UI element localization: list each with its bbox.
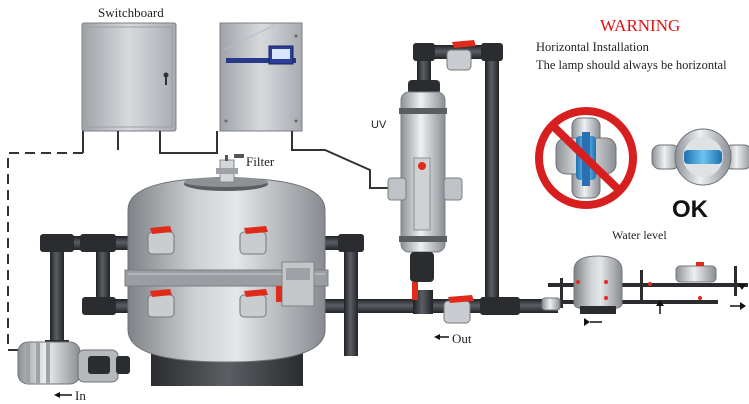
in-label: In xyxy=(75,388,86,403)
out-label: Out xyxy=(452,331,472,346)
water-level-label: Water level xyxy=(612,228,667,242)
filter-valves xyxy=(147,40,476,324)
pump xyxy=(17,341,130,385)
warning-title: WARNING xyxy=(600,16,681,35)
flow-arrows xyxy=(54,334,449,398)
forbidden-vertical-lamp-icon xyxy=(535,107,637,209)
uv-control-panel xyxy=(219,22,392,189)
ok-horizontal-lamp-icon xyxy=(651,128,749,186)
sand-filter xyxy=(124,154,329,386)
water-level-diagram xyxy=(541,255,748,326)
warning-line-2: The lamp should always be horizontal xyxy=(536,58,727,72)
switchboard-cabinet xyxy=(81,22,218,154)
uv-reactor xyxy=(387,80,463,282)
uv-label: UV xyxy=(371,119,387,131)
switchboard-label: Switchboard xyxy=(98,5,164,20)
control-cable xyxy=(7,130,84,351)
warning-line-1: Horizontal Installation xyxy=(536,40,649,54)
filter-label: Filter xyxy=(246,154,275,169)
ok-label: OK xyxy=(672,196,708,223)
